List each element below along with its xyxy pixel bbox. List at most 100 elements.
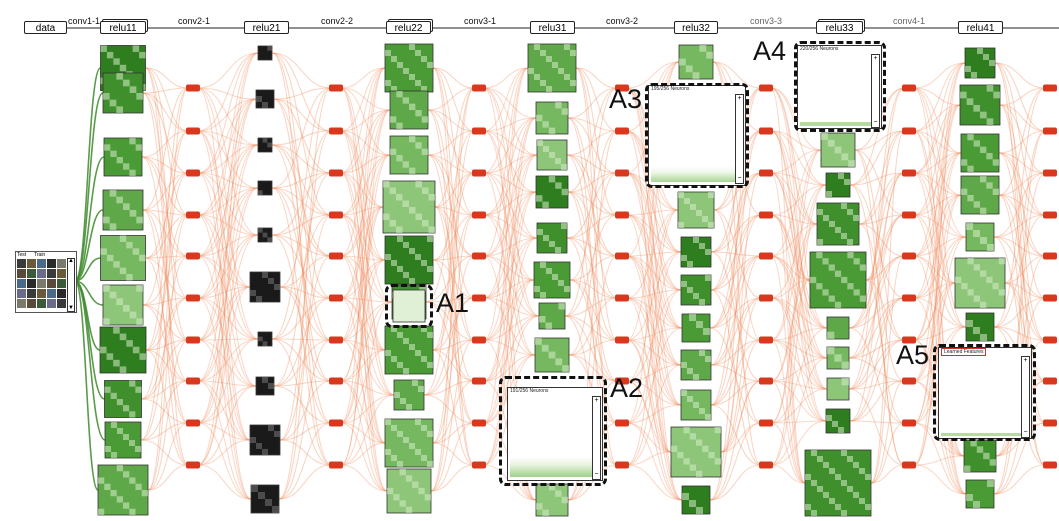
collapse-icon[interactable]: − <box>873 119 878 126</box>
edge-orange <box>197 214 252 500</box>
input-image-thumb[interactable] <box>27 279 36 288</box>
edge-orange <box>770 380 806 484</box>
tab-test[interactable]: Test <box>17 252 27 258</box>
neuron-panel-a2[interactable]: 191/256 Neurons +− <box>507 387 603 481</box>
input-image-thumb[interactable] <box>27 259 36 268</box>
feature-map-cell <box>391 260 397 266</box>
input-image-thumb[interactable] <box>37 279 46 288</box>
expand-icon[interactable]: + <box>873 55 878 62</box>
edge-orange <box>710 130 762 366</box>
feature-map-cell <box>542 509 549 516</box>
layer-relu22-box[interactable]: relu22 <box>386 21 431 34</box>
edge-orange <box>913 194 962 299</box>
feature-map-cell <box>973 201 980 208</box>
input-image-thumb[interactable] <box>47 299 56 308</box>
input-image-thumb[interactable] <box>47 269 56 278</box>
feature-map-cell <box>402 200 409 207</box>
input-image-thumb[interactable] <box>57 269 66 278</box>
edge-orange <box>142 92 189 174</box>
edge-orange <box>998 152 1046 216</box>
input-image-thumb[interactable] <box>17 279 26 288</box>
edge-orange <box>568 172 618 356</box>
input-image-thumb[interactable] <box>37 259 46 268</box>
neuron-panel-a5[interactable]: Learned Features +− <box>938 347 1032 439</box>
input-image-thumb[interactable] <box>27 299 36 308</box>
collapse-icon[interactable]: − <box>594 471 599 478</box>
input-image-thumb[interactable] <box>37 289 46 298</box>
input-image-thumb[interactable] <box>47 289 56 298</box>
feature-map-cell <box>123 79 130 87</box>
feature-map-cell <box>403 68 409 74</box>
edge-orange <box>913 87 967 495</box>
conv-node <box>902 252 916 260</box>
feature-map-cell <box>542 121 549 128</box>
expand-icon[interactable]: + <box>1023 357 1028 364</box>
edge-orange <box>710 339 762 406</box>
edge-orange <box>870 464 905 484</box>
tab-train[interactable]: Train <box>34 252 46 258</box>
input-image-thumb[interactable] <box>27 269 36 278</box>
panel-a3-scrollbar[interactable]: +− <box>735 94 744 184</box>
layer-relu31-box[interactable]: relu31 <box>530 21 575 34</box>
edge-orange <box>340 154 391 341</box>
layer-relu21-box[interactable]: relu21 <box>244 21 289 34</box>
layer-relu32-box[interactable]: relu32 <box>674 21 718 34</box>
feature-map-cell <box>973 230 980 237</box>
conv-node <box>186 294 200 302</box>
layer-relu11-box[interactable]: relu11 <box>100 21 146 34</box>
feature-map-cell <box>385 350 391 356</box>
expand-icon[interactable]: + <box>594 397 599 404</box>
scroll-down-icon[interactable]: ▼ <box>68 305 74 311</box>
feature-map-cell <box>699 350 705 356</box>
edge-orange <box>197 214 259 236</box>
input-image-thumb[interactable] <box>27 289 36 298</box>
neuron-panel-a3[interactable]: 195/256 Neurons +− <box>648 85 746 186</box>
input-image-thumb[interactable] <box>57 279 66 288</box>
edge-orange <box>483 191 537 466</box>
edge-orange <box>710 251 762 257</box>
expand-icon[interactable]: + <box>737 95 742 102</box>
input-image-thumb[interactable] <box>17 259 26 268</box>
feature-map-cell <box>960 91 967 99</box>
layer-data-box[interactable]: data <box>24 21 67 34</box>
collapse-icon[interactable]: − <box>1023 429 1028 436</box>
input-scrollbar[interactable]: ▲ ▼ <box>67 258 75 312</box>
scroll-up-icon[interactable]: ▲ <box>68 258 74 264</box>
annotation-a4: A4 <box>753 36 787 66</box>
edge-orange <box>567 87 618 119</box>
edge-orange <box>340 87 386 351</box>
input-image-thumb[interactable] <box>47 279 56 288</box>
input-image-thumb[interactable] <box>57 289 66 298</box>
edge-orange <box>626 214 683 329</box>
input-image-thumb[interactable] <box>37 299 46 308</box>
panel-a4-scrollbar[interactable]: +− <box>871 54 880 128</box>
edge-orange <box>854 149 905 216</box>
feature-map-cell <box>397 461 403 467</box>
edge-orange <box>197 144 259 257</box>
edge-orange <box>140 130 189 441</box>
panel-a5-scrollbar[interactable]: +− <box>1021 356 1030 438</box>
input-image-thumb[interactable] <box>57 299 66 308</box>
feature-map-cell <box>268 383 274 389</box>
input-image-thumb[interactable] <box>17 299 26 308</box>
conv-node <box>186 461 200 469</box>
collapse-icon[interactable]: − <box>737 175 742 182</box>
input-image-thumb[interactable] <box>17 289 26 298</box>
feature-map-cell <box>970 440 977 447</box>
input-image-thumb[interactable] <box>47 259 56 268</box>
neuron-panel-a4[interactable]: 220/256 Neurons +− <box>797 45 882 129</box>
panel-a2-scrollbar[interactable]: +− <box>592 396 601 480</box>
conv-node <box>1043 294 1057 302</box>
input-image-panel[interactable]: Test Train ▲ ▼ <box>15 251 77 313</box>
layer-relu41-box[interactable]: relu41 <box>958 21 1003 34</box>
edge-orange <box>849 172 905 422</box>
conv-node <box>902 419 916 427</box>
feature-map-cell <box>385 254 391 260</box>
input-image-thumb[interactable] <box>17 269 26 278</box>
feature-map-cell <box>989 459 996 466</box>
input-image-thumb[interactable] <box>37 269 46 278</box>
layer-relu33-box[interactable]: relu33 <box>816 21 863 34</box>
feature-map-cell <box>116 157 123 164</box>
edge-orange <box>483 154 538 424</box>
input-image-thumb[interactable] <box>57 259 66 268</box>
